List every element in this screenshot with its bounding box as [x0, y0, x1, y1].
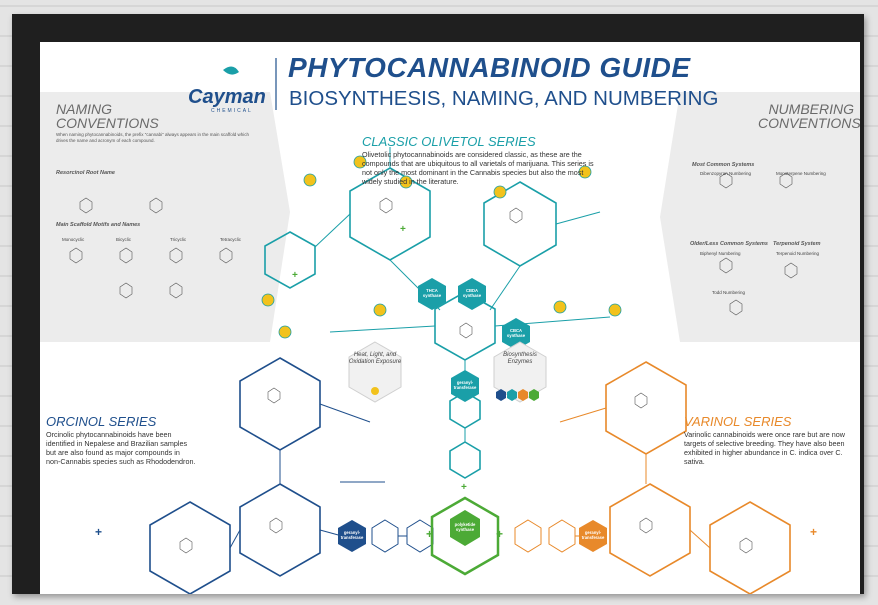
orcinol-mid-hexagon	[239, 483, 321, 577]
sun-icon	[399, 175, 413, 189]
heat-legend-hexagon	[348, 341, 402, 403]
varinol-series-title: VARINOL SERIES	[684, 414, 792, 429]
thca-synthase-label: THCA synthase	[422, 288, 442, 298]
terpenoid-label: Terpenoid Numbering	[776, 251, 820, 256]
motif-label-monocyclic: Monocyclic	[62, 237, 85, 242]
todd-label: Todd Numbering	[712, 290, 746, 295]
dibenzopyran-label: Dibenzopyran Numbering	[700, 171, 752, 176]
poster-subtitle: BIOSYNTHESIS, NAMING, AND NUMBERING	[289, 87, 719, 110]
plus-icon: +	[292, 270, 298, 281]
geranyltransferase-badge	[451, 370, 479, 402]
poster: + + + + + + +	[40, 42, 860, 594]
sun-icon	[553, 300, 567, 314]
poster-artwork: + + + + + + +	[40, 58, 860, 594]
plus-icon: +	[400, 224, 406, 235]
sun-icon	[353, 155, 367, 169]
bio-legend-hexagon	[493, 341, 547, 403]
varinol-mid-hexagon	[609, 483, 691, 577]
biphenyl-label: Biphenyl Numbering	[700, 251, 741, 256]
varinol-geranyltransferase-label: geranyl-transferase	[581, 530, 605, 540]
motif-label-tricyclic: Tricyclic	[170, 237, 187, 242]
orcinol-left-hexagon	[149, 501, 231, 594]
naming-panel	[40, 92, 290, 342]
varinol-right-hexagon	[709, 501, 791, 594]
orcinol-series-description: Orcinolic phytocannabinoids have been id…	[46, 430, 196, 466]
resorcinol-root-title: Resorcinol Root Name	[56, 170, 115, 176]
cayman-leaf-icon	[223, 66, 239, 75]
cbda-synthase-label: CBDA synthase	[462, 288, 482, 298]
sun-icon	[608, 303, 622, 317]
orcinol-series-title: ORCINOL SERIES	[46, 414, 157, 429]
sun-icon	[371, 387, 379, 395]
cbca-synthase-badge	[502, 318, 530, 350]
olivetol-hexagon	[449, 441, 481, 479]
monoterpene-label: Monoterpene Numbering	[776, 171, 826, 176]
sun-icon	[373, 303, 387, 317]
geranyltransferase-label: geranyl-transferase	[453, 380, 477, 390]
plus-icon: +	[426, 527, 433, 541]
poster-frame: + + + + + + +	[12, 14, 864, 594]
sun-icon	[261, 293, 275, 307]
molecule-sketches	[69, 172, 798, 554]
varinol-series-description: Varinolic cannabinoids were once rare bu…	[684, 430, 845, 466]
cbca-synthase-label: CBCA synthase	[506, 328, 526, 338]
older-systems-title: Older/Less Common Systems	[690, 241, 768, 247]
enzyme-color-swatches	[496, 389, 539, 401]
cayman-logo: Cayman	[188, 86, 266, 108]
plus-icon: +	[95, 525, 102, 539]
cbda-synthase-badge	[458, 278, 486, 310]
varinol-top-hexagon	[605, 361, 687, 455]
plus-icon: +	[810, 525, 817, 539]
numbering-conventions-title: NUMBERING CONVENTIONS	[758, 101, 860, 131]
orcinol-geranyltransferase-label: geranyl-transferase	[340, 530, 364, 540]
cbd-hexagon	[264, 231, 316, 289]
terpenoid-system-title: Terpenoid System	[773, 241, 821, 247]
varinol-geranyltransferase-badge	[579, 520, 607, 552]
poster-title: PHYTOCANNABINOID GUIDE	[288, 52, 691, 83]
naming-intro: When naming phytocannabinoids, the prefi…	[56, 132, 249, 143]
plus-icon: +	[496, 527, 503, 541]
scaffold-motifs-title: Main Scaffold Motifs and Names	[56, 222, 141, 228]
motif-label-bicyclic: Bicyclic	[116, 237, 132, 242]
plus-icon: +	[461, 482, 467, 493]
sun-icons	[261, 155, 622, 339]
sun-icon	[578, 165, 592, 179]
biosynthesis-enzymes-label: Biosynthesis Enzymes	[503, 352, 537, 365]
orcinol-top-hexagon	[239, 357, 321, 451]
polyketide-synthase-hexagon	[430, 496, 500, 576]
motif-label-tetracyclic: Tetracyclic	[220, 237, 242, 242]
heat-light-oxidation-label: Heat, Light, and Oxidation Exposure	[348, 352, 402, 365]
sun-icon	[278, 325, 292, 339]
polyketide-synthase-badge	[450, 510, 480, 546]
cayman-logo-sub: CHEMICAL	[211, 108, 253, 114]
numbering-panel	[660, 92, 860, 342]
olivetol-series-description: Olivetolic phytocannabinoids are conside…	[362, 150, 594, 186]
olivetol-series-title: CLASSIC OLIVETOL SERIES	[362, 134, 536, 149]
most-common-systems-title: Most Common Systems	[692, 162, 755, 168]
sun-icon	[303, 173, 317, 187]
orcinol-geranyltransferase-badge	[338, 520, 366, 552]
thca-synthase-badge	[418, 278, 446, 310]
naming-conventions-title: NAMING CONVENTIONS	[56, 101, 159, 131]
polyketide-synthase-label: polyketide synthase	[454, 522, 476, 532]
sun-icon	[493, 185, 507, 199]
